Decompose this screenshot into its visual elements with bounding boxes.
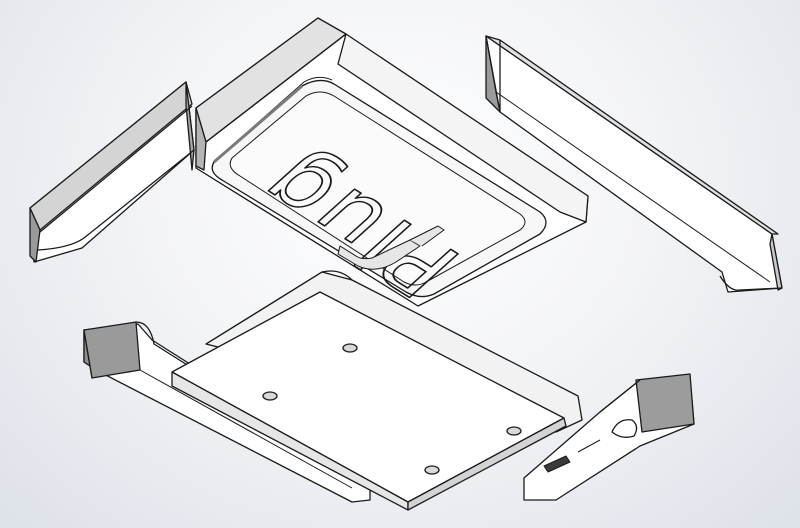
mount-slot — [611, 419, 638, 438]
mounting-hole — [262, 391, 278, 401]
left-side-rail — [29, 81, 195, 263]
mounting-hole — [342, 343, 358, 353]
base-plate — [171, 270, 583, 511]
mounting-hole — [424, 465, 440, 475]
text-groove — [337, 239, 421, 270]
mounting-hole — [506, 426, 522, 436]
right-side-rail — [485, 35, 783, 293]
